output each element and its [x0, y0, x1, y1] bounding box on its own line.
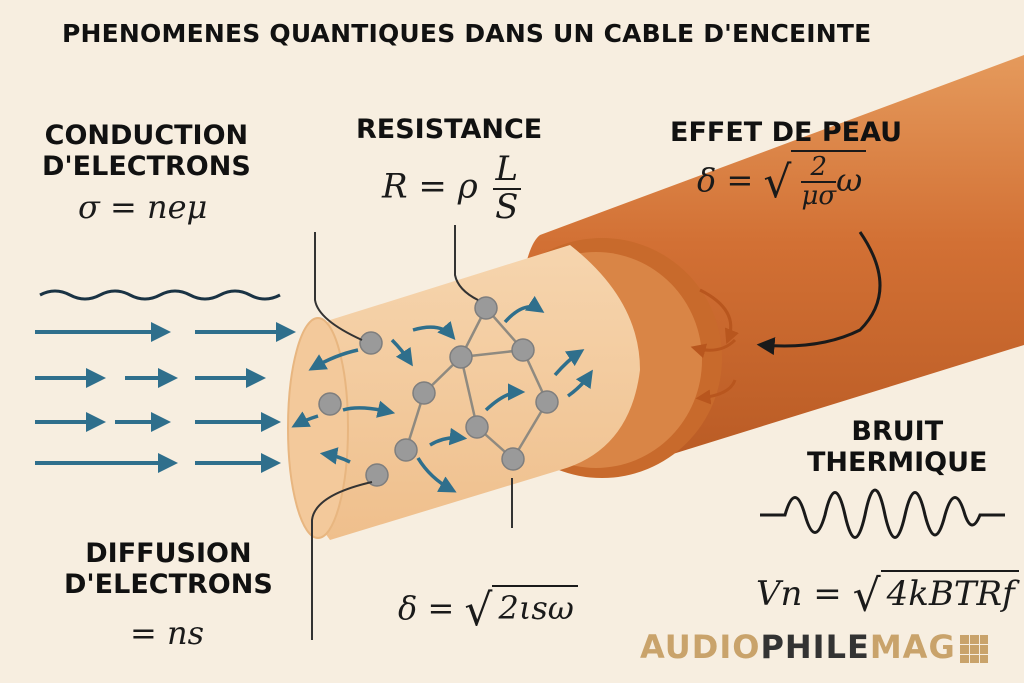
thermal-noise-label-line1: BRUIT	[851, 416, 944, 447]
skin-effect-label: EFFET DE PEAU	[670, 117, 903, 148]
resistance-fraction: L S	[492, 151, 522, 227]
electrons	[318, 296, 559, 487]
sqrt-icon: √	[763, 156, 792, 208]
resistance-denominator: S	[495, 186, 519, 227]
skin-effect-pointer	[756, 231, 882, 356]
electron-arrows	[291, 295, 593, 493]
brand-part2: PHILE	[760, 628, 870, 666]
diffusion-label-line2: D'ELECTRONS	[64, 569, 273, 601]
skin-effect-tail: ω	[836, 160, 863, 199]
skin-effect-denominator: μσ	[801, 181, 837, 212]
diffusion-formula: = ns	[130, 614, 205, 652]
conduction-label: CONDUCTION D'ELECTRONS	[42, 120, 251, 182]
thermal-noise-lhs: Vn =	[756, 574, 842, 614]
conduction-formula: σ = neμ	[78, 188, 208, 226]
thermal-noise-radicand: 4kBTRf	[880, 570, 1019, 614]
resistance-formula-lhs: R = ρ	[382, 166, 478, 207]
brand-logo: AUDIOPHILEMAG	[640, 628, 988, 666]
diffusion-label: DIFFUSION D'ELECTRONS	[64, 538, 273, 600]
sqrt-icon: √	[464, 585, 493, 636]
thermal-noise-formula: Vn = √4kBTRf	[756, 570, 1019, 622]
bottom-formula: δ = √2ιsω	[398, 585, 578, 636]
thermal-noise-label: BRUIT THERMIQUE	[807, 416, 987, 478]
conduction-label-line1: CONDUCTION	[44, 120, 249, 151]
bottom-formula-radicand: 2ιsω	[492, 585, 578, 627]
sqrt-icon: √	[852, 570, 881, 622]
skin-effect-numerator: 2	[801, 153, 837, 184]
brand-part3: MAG	[869, 628, 956, 666]
skin-effect-lhs: δ =	[697, 160, 754, 199]
bottom-formula-lhs: δ =	[398, 589, 455, 627]
skin-effect-arrows	[690, 288, 739, 405]
page-title: PHENOMENES QUANTIQUES DANS UN CABLE D'EN…	[62, 19, 872, 48]
resistance-label: RESISTANCE	[356, 114, 543, 145]
resistance-formula: R = ρ L S	[382, 151, 522, 227]
wave-line	[39, 289, 281, 301]
resistance-numerator: L	[492, 151, 522, 190]
conduction-label-line2: D'ELECTRONS	[42, 151, 251, 183]
leader-lines	[311, 225, 513, 640]
conduction-arrows	[35, 322, 296, 473]
brand-part1: AUDIO	[640, 628, 761, 666]
noise-waveform	[760, 488, 1005, 539]
thermal-noise-label-line2: THERMIQUE	[807, 447, 988, 479]
brand-grid-icon	[959, 635, 988, 663]
diffusion-label-line1: DIFFUSION	[85, 538, 252, 569]
